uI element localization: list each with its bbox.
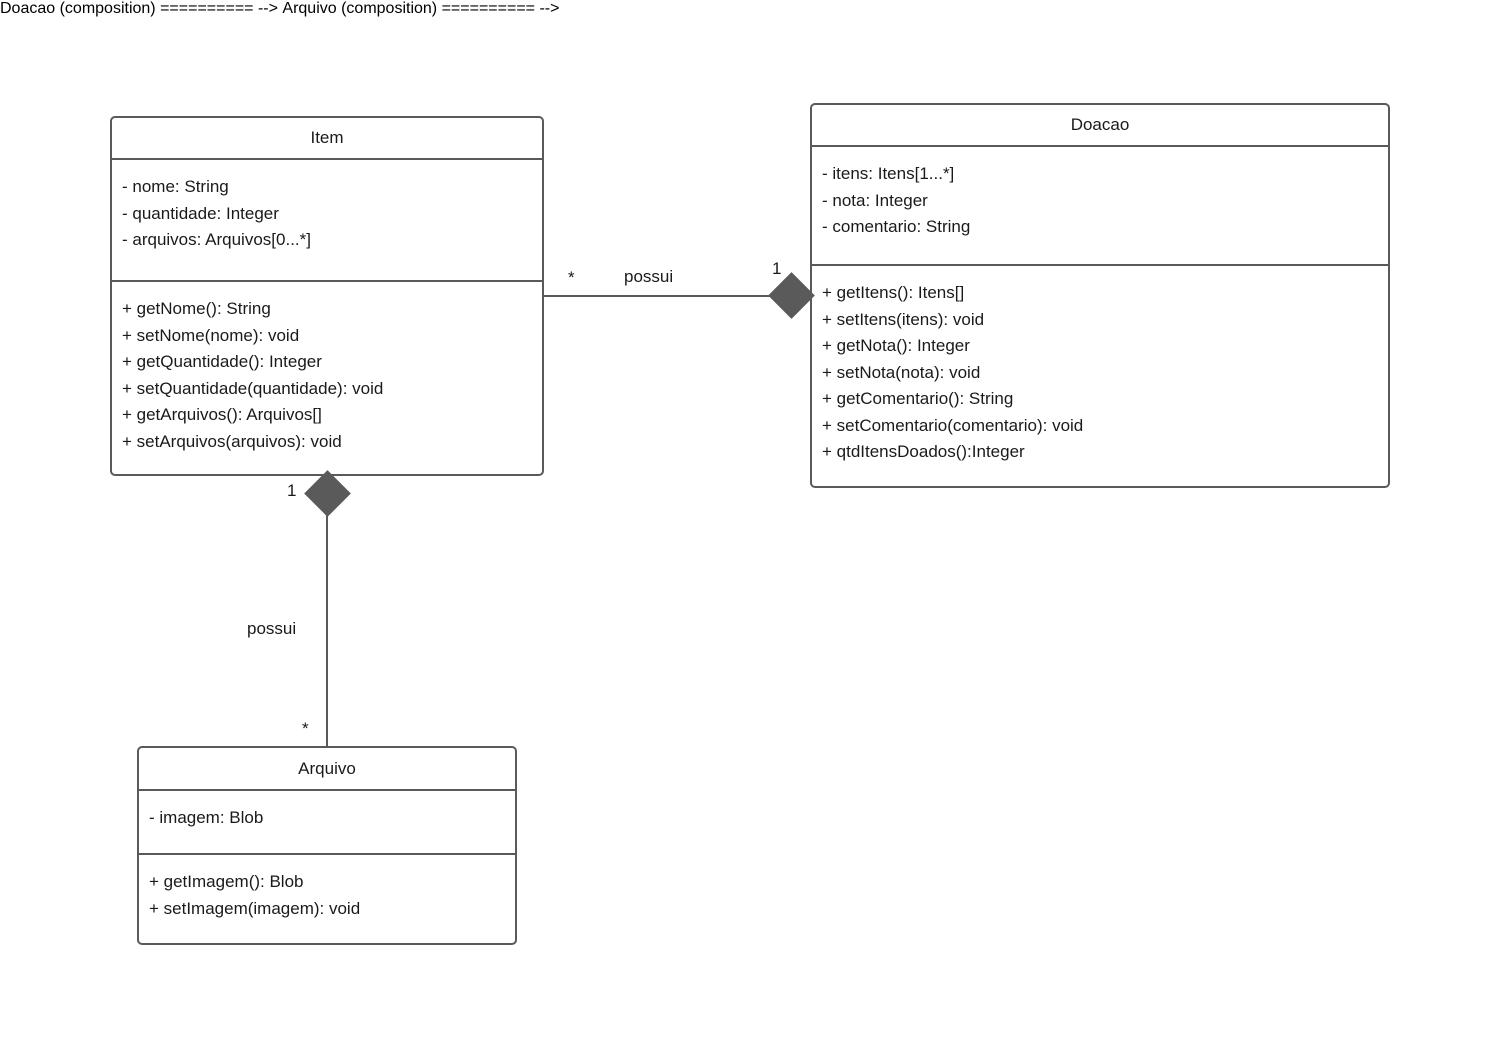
association-label-item-doacao: possui (624, 267, 674, 286)
method-row: + setItens(itens): void (822, 309, 985, 329)
attribute-row: - arquivos: Arquivos[0...*] (122, 230, 311, 249)
method-row: + setNota(nota): void (822, 362, 981, 382)
class-methods-doacao: + getItens(): Itens[] + setItens(itens):… (812, 266, 1388, 478)
class-box-arquivo[interactable]: Arquivo - imagem: Blob + getImagem(): Bl… (137, 746, 517, 945)
class-title-arquivo: Arquivo (139, 748, 515, 791)
multiplicity-item-side: * (568, 268, 575, 287)
method-row: + getNota(): Integer (822, 336, 970, 355)
class-methods-item: + getNome(): String + setNome(nome): voi… (112, 282, 542, 467)
class-title-doacao: Doacao (812, 105, 1388, 147)
class-name-arquivo: Arquivo (298, 758, 356, 778)
multiplicity-arquivo-end: * (302, 719, 309, 738)
attribute-row: - quantidade: Integer (122, 203, 279, 223)
attribute-row: - itens: Itens[1...*] (822, 164, 955, 183)
method-row: + setQuantidade(quantidade): void (122, 378, 384, 398)
association-line-item-arquivo[interactable] (326, 476, 328, 746)
attribute-row: - nome: String (122, 177, 229, 196)
composition-diamond-item (304, 470, 351, 517)
method-row: + setImagem(imagem): void (149, 898, 361, 918)
attribute-row: - imagem: Blob (149, 808, 264, 827)
class-attributes-arquivo: - imagem: Blob (139, 791, 515, 855)
method-row: + getQuantidade(): Integer (122, 352, 322, 371)
method-row: + getItens(): Itens[] (822, 283, 965, 302)
method-row: + setArquivos(arquivos): void (122, 431, 342, 451)
method-row: + setNome(nome): void (122, 325, 300, 345)
attribute-row: - comentario: String (822, 217, 971, 236)
class-box-doacao[interactable]: Doacao - itens: Itens[1...*] - nota: Int… (810, 103, 1390, 488)
method-row: + getNome(): String (122, 299, 271, 318)
multiplicity-item-end: 1 (287, 481, 297, 500)
class-title-item: Item (112, 118, 542, 160)
class-box-item[interactable]: Item - nome: String - quantidade: Intege… (110, 116, 544, 476)
method-row: + getComentario(): String (822, 389, 1014, 408)
method-row: + getArquivos(): Arquivos[] (122, 405, 322, 424)
composition-diamond-doacao (768, 272, 815, 319)
class-name-doacao: Doacao (1070, 115, 1130, 134)
attribute-row: - nota: Integer (822, 190, 928, 210)
association-line-item-doacao[interactable] (544, 295, 792, 297)
class-attributes-item: - nome: String - quantidade: Integer - a… (112, 160, 542, 282)
multiplicity-doacao-side: 1 (772, 259, 782, 278)
class-name-item: Item (310, 128, 344, 147)
association-label-item-arquivo: possui (247, 619, 297, 638)
method-row: + setComentario(comentario): void (822, 415, 1084, 435)
method-row: + qtdItensDoados():Integer (822, 442, 1025, 461)
method-row: + getImagem(): Blob (149, 872, 304, 891)
class-attributes-doacao: - itens: Itens[1...*] - nota: Integer - … (812, 147, 1388, 266)
class-methods-arquivo: + getImagem(): Blob + setImagem(imagem):… (139, 855, 515, 934)
